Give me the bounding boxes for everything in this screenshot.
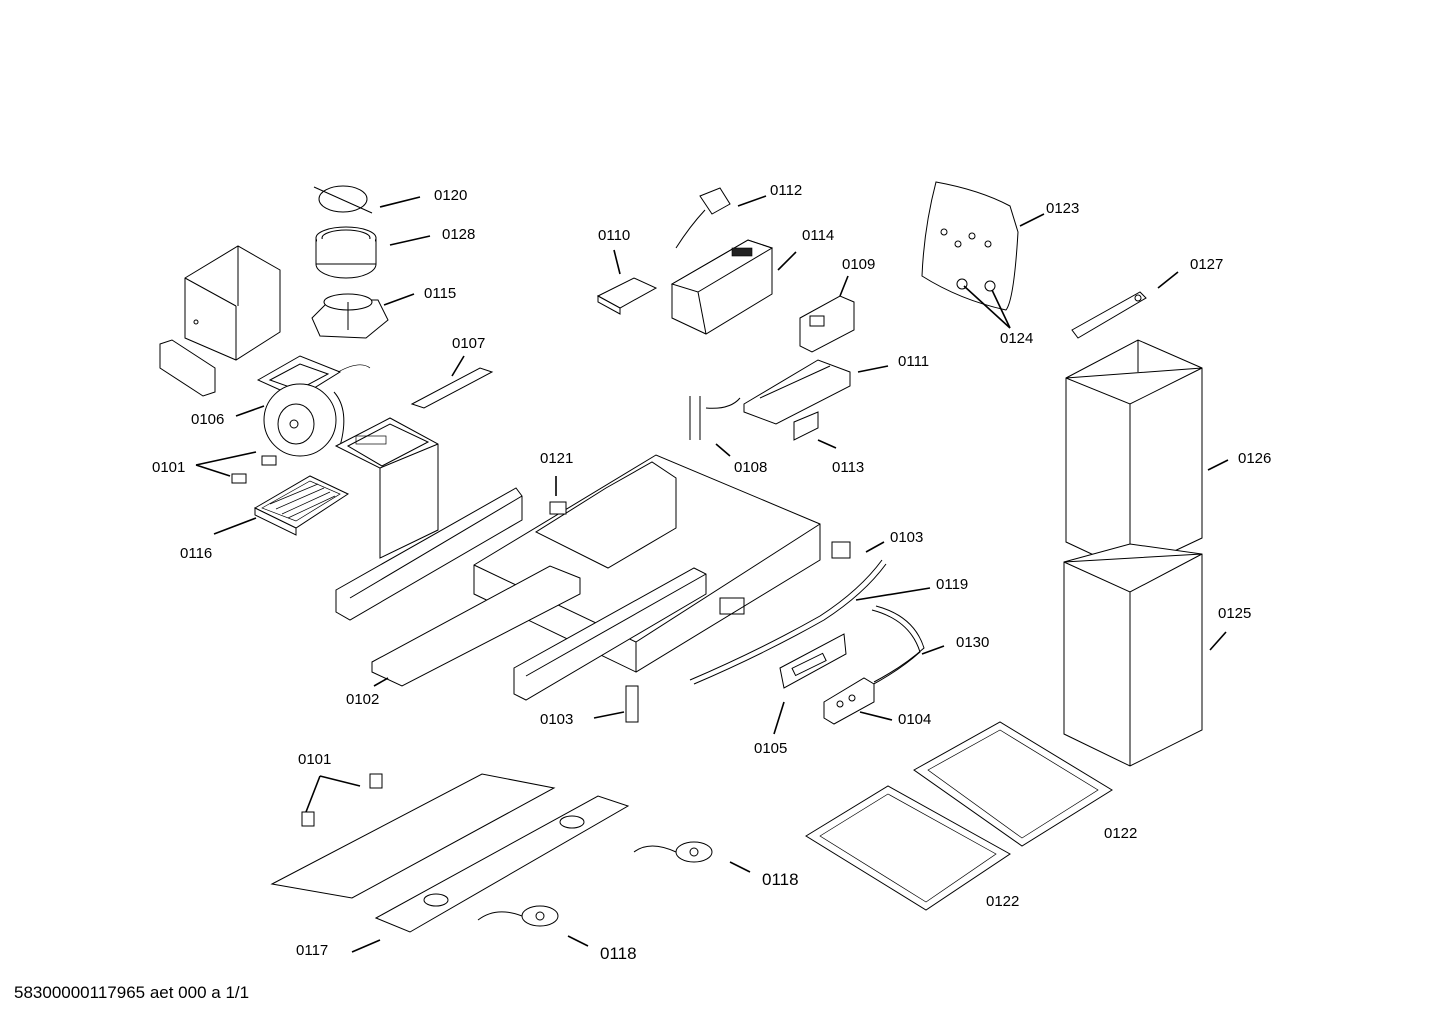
part-side-rail-right	[513, 567, 707, 701]
label-0105: 0105	[754, 740, 787, 757]
label-0127: 0127	[1190, 256, 1223, 273]
part-0106-fan-motor	[256, 355, 371, 457]
part-0118-lamp-lower	[477, 905, 559, 927]
label-0110: 0110	[598, 227, 630, 244]
part-motor-mounting-plate	[334, 417, 439, 559]
label-0119: 0119	[936, 576, 968, 593]
part-0115-air-outlet	[311, 293, 389, 339]
part-0118-lamp-upper	[633, 841, 713, 863]
label-0104: 0104	[898, 711, 931, 728]
label-0123: 0123	[1046, 200, 1079, 217]
drawing-reference-footer: 58300000117965 aet 000 a 1/1	[14, 983, 249, 1002]
label-0103-upper: 0103	[890, 529, 923, 546]
part-0130-ribbon-cable	[869, 605, 925, 687]
part-0113-terminal-block	[793, 411, 819, 441]
label-0106: 0106	[191, 411, 224, 428]
label-0115: 0115	[424, 285, 456, 302]
part-0128-duct-ring	[315, 226, 377, 279]
label-0108: 0108	[734, 459, 767, 476]
part-0119-cable	[689, 559, 887, 685]
label-0130: 0130	[956, 634, 989, 651]
part-0110-capacitor	[596, 277, 658, 315]
part-0105-control-panel-frame	[779, 633, 847, 689]
label-0122-front: 0122	[986, 893, 1019, 910]
label-0113: 0113	[832, 459, 864, 476]
part-0117-lamp-cover	[270, 773, 630, 933]
part-0116-grease-filter	[253, 475, 350, 536]
part-0114-control-box	[670, 239, 774, 335]
part-0108-wiring-harness	[689, 396, 741, 440]
part-hood-body	[473, 454, 821, 673]
label-0121: 0121	[540, 450, 573, 467]
part-0107-seal-strip	[410, 367, 494, 409]
part-0101-clip-upper	[231, 455, 277, 484]
label-0107: 0107	[452, 335, 485, 352]
part-0127-bracket	[1071, 291, 1147, 339]
label-0117: 0117	[296, 942, 328, 959]
label-0101-upper: 0101	[152, 459, 185, 476]
part-side-rail-left	[335, 487, 523, 621]
part-0111-switch-housing	[743, 359, 851, 425]
label-0109: 0109	[842, 256, 875, 273]
label-0118-lower: 0118	[600, 944, 637, 963]
label-0103-lower: 0103	[540, 711, 573, 728]
part-labels: 0120 0128 0115 0107 0106 0101 0116 0121 …	[14, 182, 1271, 1002]
part-0102-bottom-panel	[371, 565, 581, 687]
label-0114: 0114	[802, 227, 834, 244]
label-0125: 0125	[1218, 605, 1251, 622]
leader-lines	[195, 195, 1229, 953]
label-0126: 0126	[1238, 450, 1271, 467]
part-0112-power-plug	[675, 187, 731, 249]
label-0116: 0116	[180, 545, 212, 562]
part-0103-clip-lower	[625, 685, 639, 723]
part-fan-housing-bracket	[159, 245, 281, 397]
part-0123-screw-bag	[921, 181, 1019, 311]
part-0101-clip-lower	[301, 773, 383, 827]
part-0122-grease-filter-front	[805, 785, 1011, 911]
label-0124: 0124	[1000, 330, 1033, 347]
label-0122-rear: 0122	[1104, 825, 1137, 842]
part-0120-damper-flap	[313, 185, 373, 214]
part-0104-control-module	[823, 677, 875, 725]
label-0111: 0111	[898, 353, 929, 370]
part-0122-grease-filter-rear	[913, 721, 1113, 847]
label-0120: 0120	[434, 187, 467, 204]
part-0109-circuit-board	[799, 295, 855, 353]
label-0118-upper: 0118	[762, 870, 799, 889]
label-0101-lower: 0101	[298, 751, 331, 768]
label-0112: 0112	[770, 182, 802, 199]
label-0102: 0102	[346, 691, 379, 708]
part-0103-clip-upper	[831, 541, 851, 559]
part-0126-upper-chimney	[1065, 339, 1203, 573]
label-0128: 0128	[442, 226, 475, 243]
part-0125-lower-chimney	[1063, 543, 1203, 767]
part-0121-clip	[549, 501, 567, 515]
